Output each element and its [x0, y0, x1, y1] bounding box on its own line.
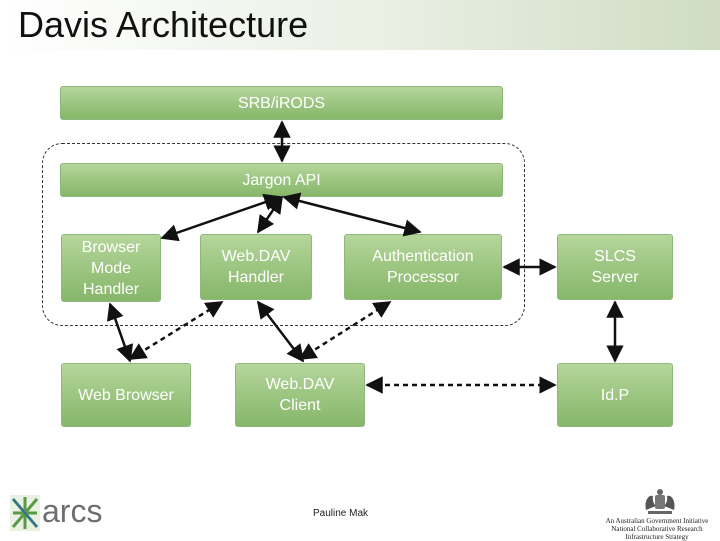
title-band: [0, 0, 720, 50]
srb-irods-box: SRB/iRODS: [60, 86, 503, 120]
page-title: Davis Architecture: [18, 4, 309, 45]
solid-arrows: [106, 120, 624, 363]
dashed-arrow-webdav-client-auth: [298, 300, 392, 361]
web-browser-box: Web Browser: [61, 363, 191, 427]
presenter-name: Pauline Mak: [313, 508, 369, 519]
arcs-logo-icon: [10, 495, 40, 531]
dashed-arrows: [128, 300, 557, 394]
arrow-jargon-browser-mode: [160, 193, 282, 242]
webdav-client-box: Web.DAV Client: [235, 363, 365, 427]
arrow-jargon-auth: [282, 192, 422, 237]
webdav-handler-box: Web.DAV Handler: [200, 234, 312, 300]
arcs-logo: arcs: [10, 493, 120, 535]
jargon-api-box: Jargon API: [60, 163, 503, 197]
dashed-arrow-web-browser-webdav-handler: [128, 300, 224, 361]
browser-mode-handler-box: Browser Mode Handler: [61, 234, 161, 302]
arcs-logo-text: arcs: [42, 493, 103, 529]
idp-box: Id.P: [557, 363, 673, 427]
government-initiative-text: An Australian Government Initiative Nati…: [605, 517, 709, 541]
slcs-server-box: SLCS Server: [557, 234, 673, 300]
arrow-browser-mode-web-browser: [106, 302, 134, 363]
arrow-webdav-handler-client: [256, 300, 305, 363]
coat-of-arms-icon: [645, 489, 675, 514]
authentication-processor-box: Authentication Processor: [344, 234, 502, 300]
